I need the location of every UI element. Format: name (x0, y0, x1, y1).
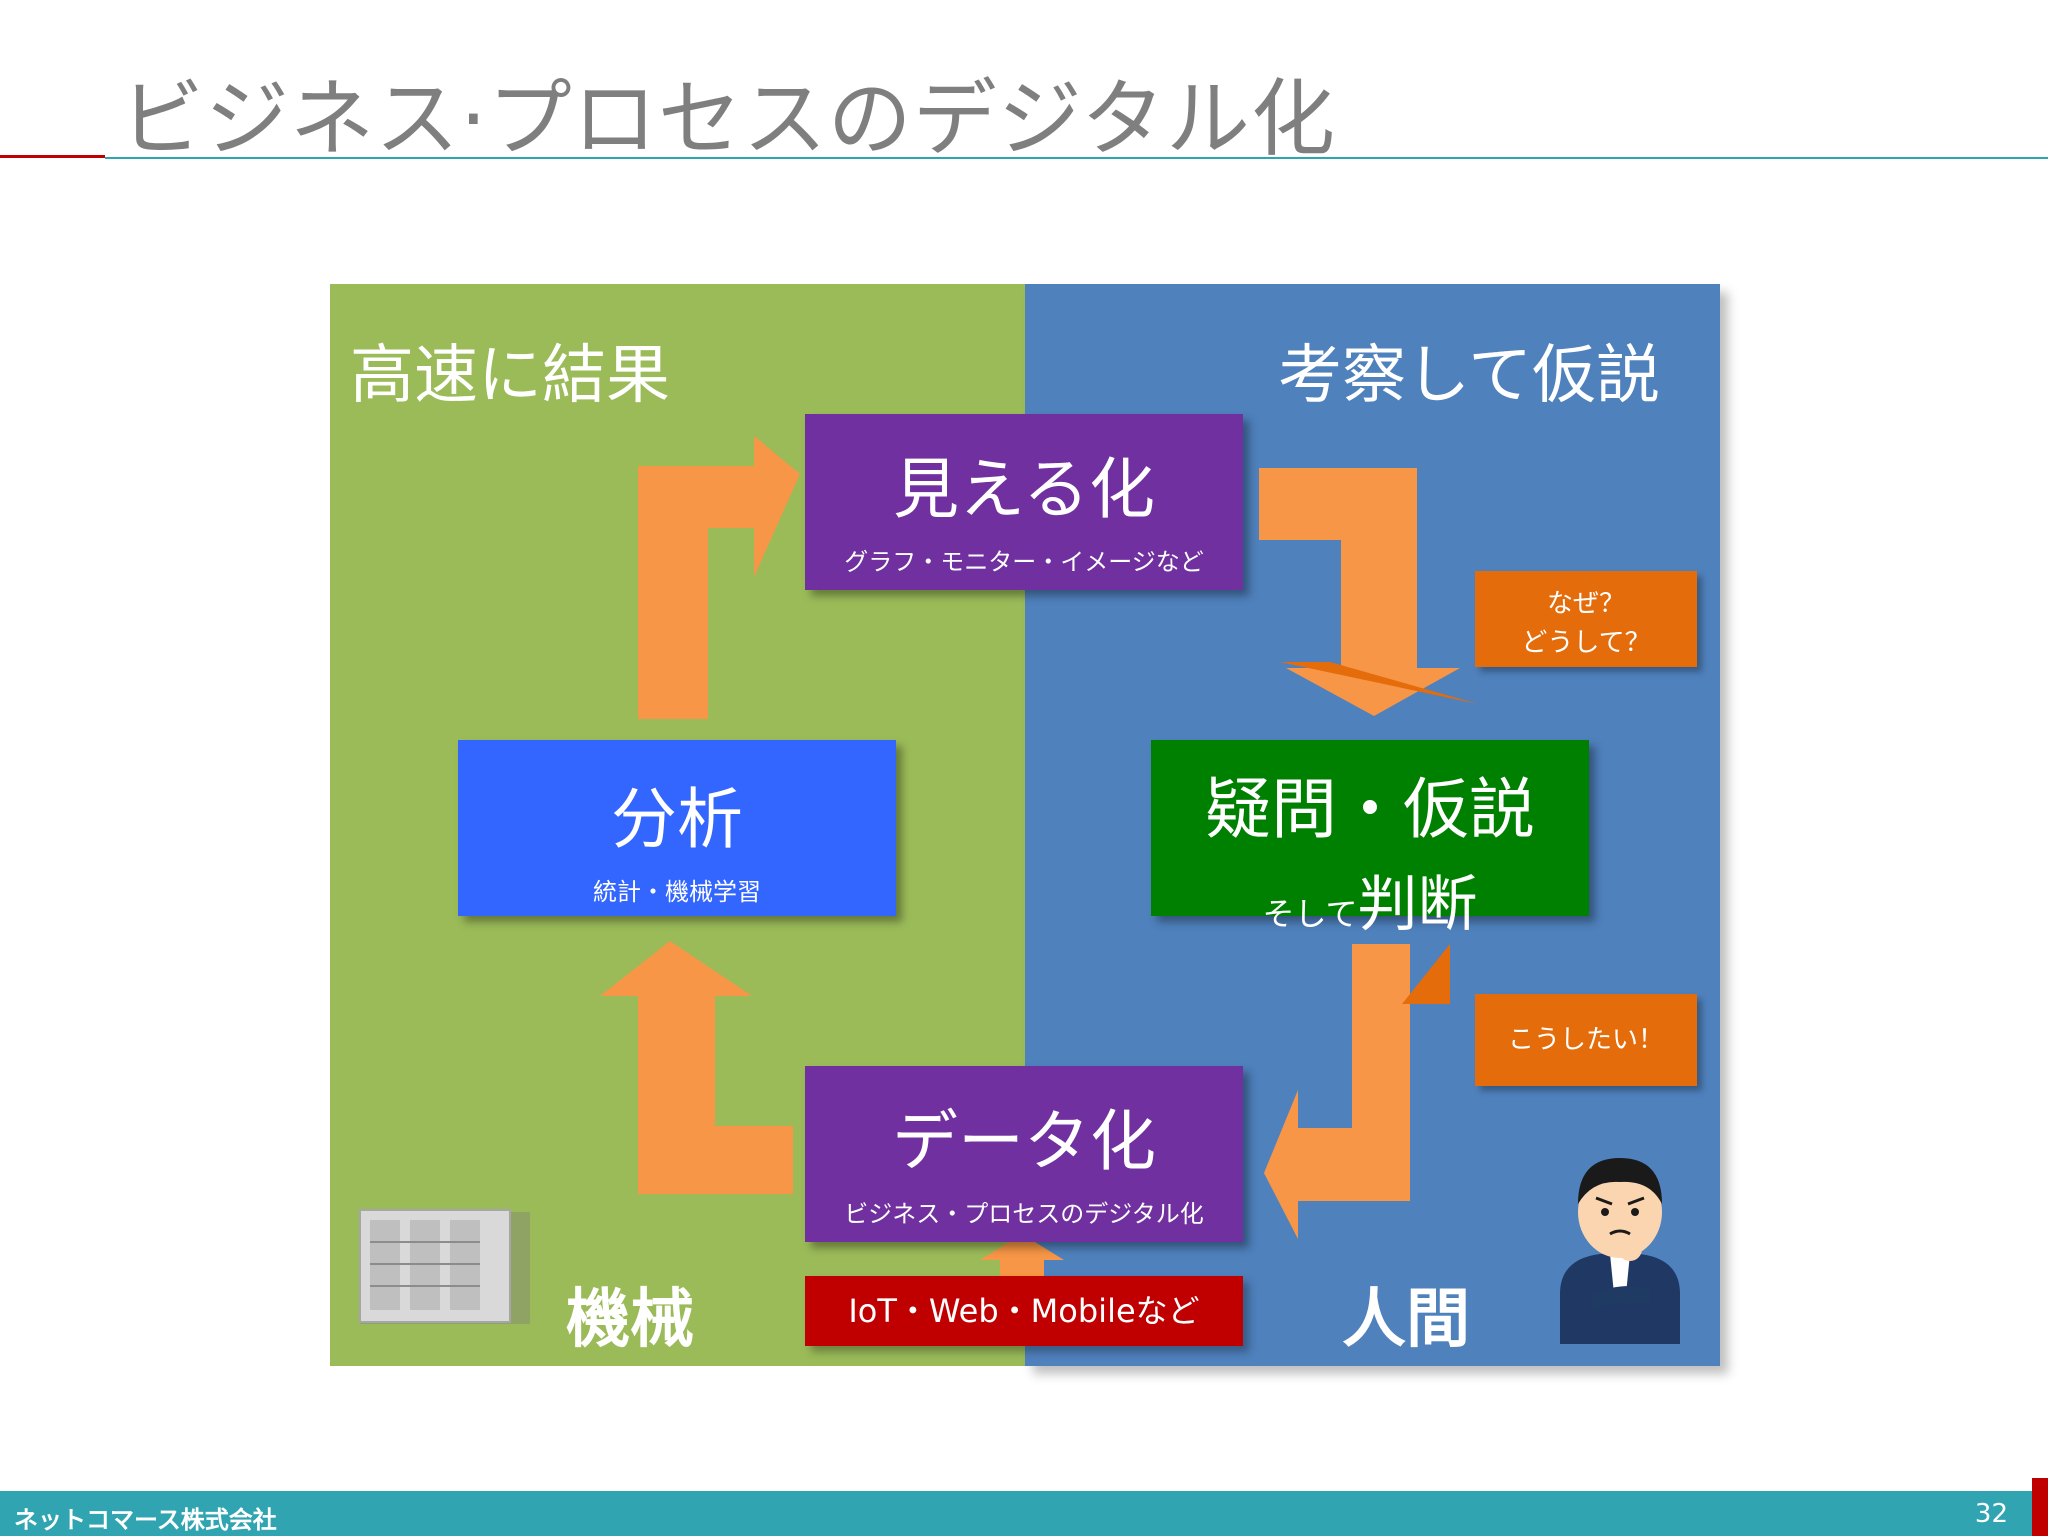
bubble-why-line-1: なぜ？ (1546, 589, 1625, 619)
data-sources-box: IoT・Web・Mobileなど (805, 1276, 1243, 1346)
footer-bar (0, 1491, 2048, 1536)
bubble-why-tail (1280, 662, 1478, 704)
machine-label: 機械 (566, 1283, 694, 1357)
question-emphasis: 判断 (1357, 870, 1478, 940)
footer-company: ネットコマース株式会社 (14, 1506, 277, 1534)
arrow-analysis-to-visualize (638, 436, 800, 719)
bubble-want: こうしたい！ (1475, 994, 1697, 1086)
right-heading: 考察して仮説 (1278, 339, 1661, 413)
footer-accent-mark (2032, 1478, 2048, 1536)
question-box: 疑問・仮説 そして判断 (1151, 740, 1589, 940)
digitalization-cycle-diagram: 高速に結果 考察して仮説 (330, 284, 1720, 1366)
datafy-box: データ化 ビジネス・プロセスのデジタル化 (805, 1066, 1243, 1242)
visualize-title: 見える化 (892, 451, 1156, 528)
analysis-title: 分析 (611, 781, 743, 858)
data-sources-label: IoT・Web・Mobileなど (848, 1292, 1200, 1330)
visualize-subtitle: グラフ・モニター・イメージなど (844, 548, 1204, 576)
title-rule-teal (105, 157, 2048, 159)
datafy-title: データ化 (892, 1103, 1156, 1180)
datafy-subtitle: ビジネス・プロセスのデジタル化 (844, 1200, 1204, 1228)
slide-title: ビジネス·プロセスのデジタル化 (120, 70, 1337, 168)
bubble-why-line-2: どうして？ (1521, 628, 1651, 658)
question-title: 疑問・仮説 (1205, 771, 1535, 848)
human-label: 人間 (1342, 1283, 1470, 1357)
question-prefix: そして (1262, 895, 1358, 933)
arrow-sources-to-datafy (980, 1234, 1064, 1276)
left-heading: 高速に結果 (350, 339, 670, 413)
cycle-arrows (359, 436, 1680, 1344)
server-icon (359, 1209, 530, 1324)
thinking-person-icon (1560, 1158, 1680, 1344)
analysis-box: 分析 統計・機械学習 (458, 740, 896, 916)
question-judgement: そして判断 (1151, 856, 1589, 943)
arrow-datafy-to-analysis (600, 941, 793, 1194)
bubble-want-text: こうしたい！ (1507, 1025, 1664, 1055)
arrow-question-to-datafy (1264, 944, 1410, 1239)
visualize-box: 見える化 グラフ・モニター・イメージなど (805, 414, 1243, 590)
arrow-visualize-to-question (1259, 468, 1460, 716)
title-rule-red (0, 155, 105, 158)
page-number: 32 (1974, 1499, 2008, 1529)
bubble-why: なぜ？ どうして？ (1475, 571, 1697, 667)
analysis-subtitle: 統計・機械学習 (593, 878, 761, 906)
bubble-want-tail (1402, 944, 1450, 1004)
